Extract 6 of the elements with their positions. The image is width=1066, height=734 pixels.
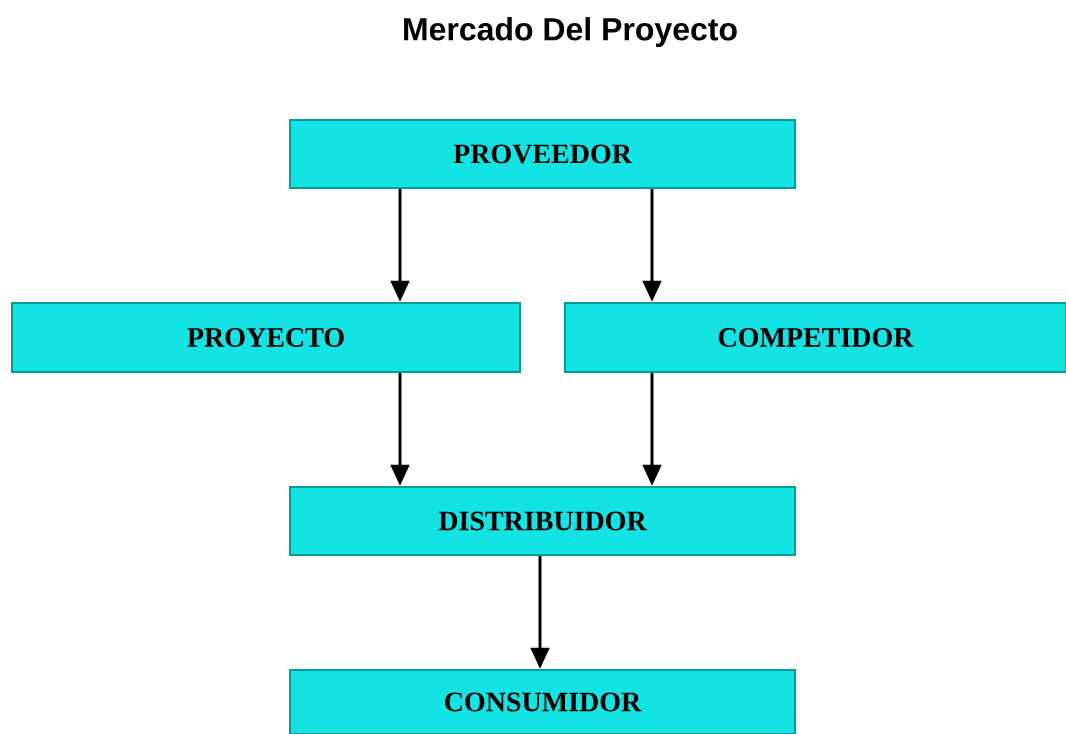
- process-box: PROVEEDOR: [288, 119, 797, 189]
- process-box: PROYECTO: [11, 301, 521, 374]
- process-box: COMPETIDOR: [564, 301, 1066, 374]
- title: Mercado Del Proyecto: [404, 17, 737, 47]
- process-box: CONSUMIDOR: [288, 669, 797, 734]
- process-box: DISTRIBUIDOR: [288, 486, 797, 556]
